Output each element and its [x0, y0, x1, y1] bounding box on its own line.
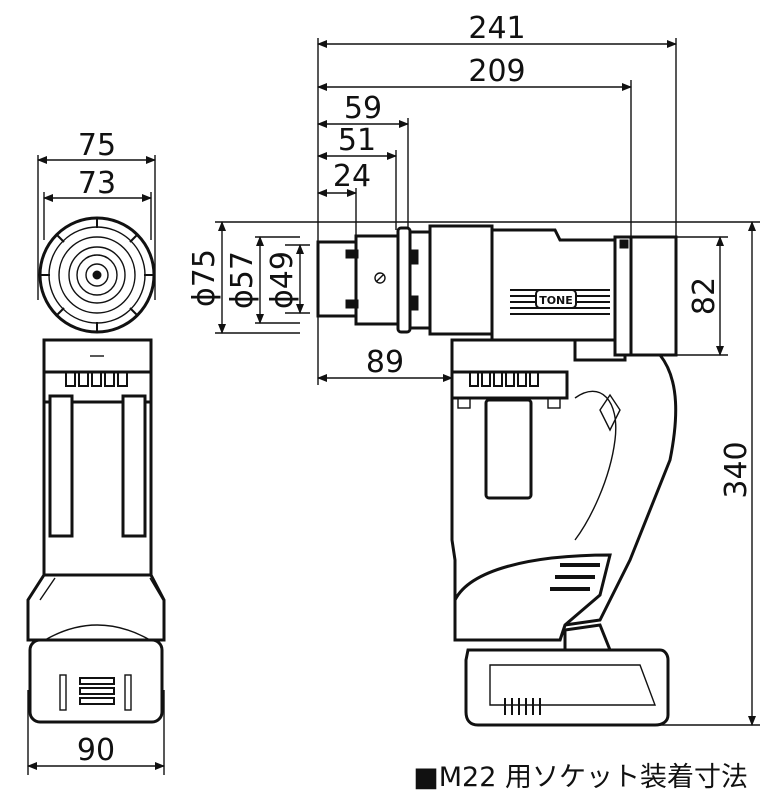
dim-label-90w: 90 [77, 733, 115, 768]
dim-label-phi49: ϕ49 [265, 251, 300, 309]
dim-label-89: 89 [366, 345, 404, 380]
dim-label-241: 241 [468, 11, 525, 46]
dim-label-73w: 73 [78, 166, 116, 201]
dim-label-340: 340 [719, 441, 754, 498]
caption: ■M22 用ソケット装着寸法 [413, 762, 748, 793]
dim-label-82: 82 [687, 277, 722, 315]
dim-label-phi75: ϕ75 [187, 249, 222, 307]
front-view: 75 73 [26, 128, 166, 775]
dim-label-209: 209 [468, 54, 525, 89]
dim-label-59: 59 [344, 91, 382, 126]
side-view: 241 209 59 51 24 89 ϕ75 ϕ57 ϕ49 82 340 [187, 11, 760, 727]
dim-label-51: 51 [338, 123, 376, 158]
dim-label-phi57: ϕ57 [225, 251, 260, 309]
dim-label-75w: 75 [78, 128, 116, 163]
brand-logo: TONE [539, 294, 573, 307]
dim-label-24: 24 [333, 159, 371, 194]
